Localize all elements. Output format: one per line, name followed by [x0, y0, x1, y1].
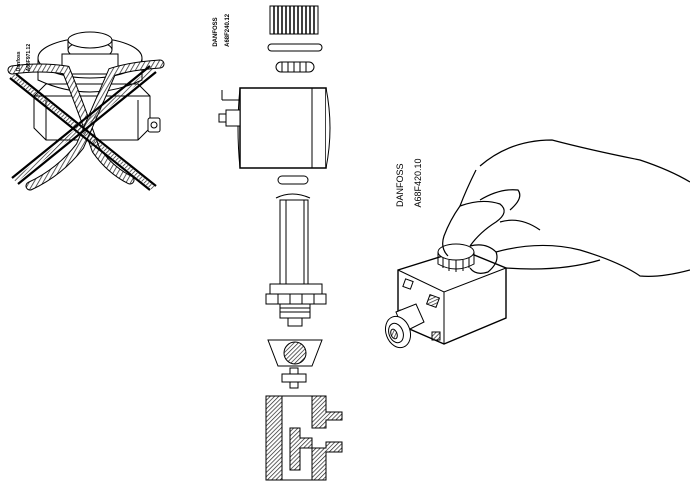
- valve-body-section-part: [265, 395, 343, 481]
- figure3-code: A68F420.10: [413, 158, 423, 208]
- figure2-code-label: DANFOSS A68F240.12: [207, 14, 231, 50]
- figure3-brand: DANFOSS: [395, 163, 405, 207]
- figure1-code: A68F971.12: [26, 43, 32, 72]
- figure-exploded-view: [218, 5, 343, 481]
- cable-gland-drawing: [384, 303, 425, 349]
- figure-do-not-lift-by-coil: [7, 31, 165, 191]
- knurled-nut-drawing: [437, 243, 475, 272]
- filter-cone-part: [267, 339, 323, 367]
- figure1-code-label: Danfoss A68F971.12: [12, 44, 32, 74]
- spring-washer-part: [275, 61, 315, 73]
- figure2-code: A68F240.12: [225, 13, 231, 47]
- armature-tube-part: [265, 193, 327, 327]
- o-ring-middle-part: [277, 175, 309, 185]
- figure-hand-tightening: [384, 139, 690, 349]
- figure2-brand: DANFOSS: [213, 17, 219, 47]
- coil-housing-drawing: [397, 249, 507, 345]
- valve-pin-part: [281, 367, 307, 389]
- valve-body-drawing: [33, 31, 161, 141]
- hand-drawing: [442, 139, 690, 277]
- figure1-brand: Danfoss: [16, 51, 22, 72]
- knurled-nut-part: [269, 5, 319, 35]
- solenoid-coil-part: [218, 87, 331, 169]
- figure3-code-label: DANFOSS A68F420.10: [387, 158, 423, 212]
- prohibition-cross: [9, 65, 157, 191]
- o-ring-top-part: [267, 43, 323, 52]
